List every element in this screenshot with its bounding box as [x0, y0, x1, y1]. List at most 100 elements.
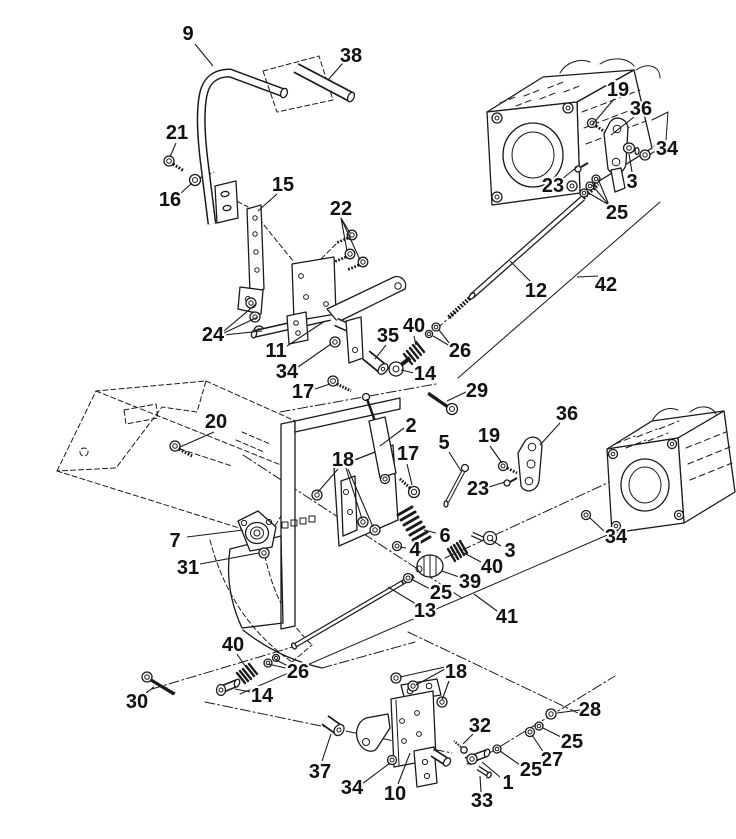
part-nut-25b: [402, 572, 414, 584]
part-washer-16: [188, 173, 202, 187]
part-trunnion-1: [464, 748, 491, 765]
part-trunnion-14b: [215, 678, 241, 697]
callout-35: 35: [377, 325, 399, 347]
callout-leader-25: [597, 178, 610, 206]
callout-leader-40: [463, 552, 482, 563]
part-pedal-10: [355, 678, 452, 788]
callout-leader-34: [361, 762, 391, 785]
callout-11: 11: [265, 340, 286, 362]
callout-leader-34: [648, 149, 658, 156]
callout-14: 14: [251, 685, 274, 707]
part-washer-4: [391, 540, 403, 552]
callout-leader-37: [321, 733, 332, 762]
callout-20: 20: [205, 411, 227, 433]
callout-17: 17: [292, 381, 314, 403]
callout-leader-18: [399, 666, 446, 678]
callout-leader-25: [542, 727, 562, 738]
callout-leader-14: [400, 369, 415, 374]
callout-leader-19: [489, 445, 503, 464]
callout-27: 27: [541, 749, 563, 771]
callout-38: 38: [340, 45, 362, 67]
callout-leader-25: [410, 578, 431, 590]
callout-leader-1: [481, 761, 501, 778]
callout-leader-32: [462, 733, 474, 745]
callout-leader-25: [499, 750, 521, 766]
callout-26: 26: [287, 661, 309, 683]
part-screw-19b: [497, 460, 518, 475]
callout-leader-34: [297, 343, 332, 368]
callout-leader-26: [432, 335, 451, 347]
callout-34: 34: [605, 526, 628, 548]
part-screw-17a: [327, 375, 352, 393]
callout-34: 34: [276, 361, 299, 383]
callout-leader-6: [423, 529, 437, 534]
part-link-line-41: [239, 532, 613, 695]
callout-5: 5: [438, 432, 449, 454]
callout-3: 3: [504, 540, 515, 562]
callout-leader-23: [488, 481, 506, 488]
callout-leader-15: [257, 193, 278, 212]
callout-leader-18: [317, 468, 339, 493]
callout-leader-30: [145, 686, 155, 694]
callout-23: 23: [542, 175, 564, 197]
part-screw-21: [163, 155, 185, 173]
callout-leader-26: [438, 329, 451, 345]
callout-39: 39: [459, 571, 481, 593]
callout-19: 19: [607, 79, 629, 101]
part-washers-25-27-28: [492, 708, 557, 754]
callout-25: 25: [430, 582, 452, 604]
callout-leader-42: [576, 275, 599, 278]
callout-leader-5: [448, 451, 462, 472]
callout-16: 16: [159, 189, 181, 211]
callout-25: 25: [606, 202, 628, 224]
part-nuts-25a: [579, 174, 601, 198]
part-screw-17b: [397, 476, 421, 499]
callout-leader-4: [399, 546, 407, 549]
callout-leader-35: [374, 344, 387, 360]
part-washers-26b: [263, 653, 281, 668]
callout-leader-14: [234, 688, 252, 693]
callout-leader-40: [413, 335, 417, 346]
part-nuts-18b: [390, 672, 448, 708]
callout-12: 12: [525, 280, 547, 302]
callout-21: 21: [166, 122, 188, 144]
callout-leader-22: [340, 217, 361, 261]
callout-36: 36: [630, 98, 652, 120]
callout-14: 14: [414, 363, 437, 385]
part-nut-34a: [639, 149, 651, 161]
callout-33: 33: [471, 790, 493, 812]
callout-leader-38: [327, 62, 344, 81]
callout-34: 34: [341, 777, 364, 799]
part-spring-6: [396, 505, 432, 547]
callout-32: 32: [469, 715, 491, 737]
callout-leader-39: [441, 570, 460, 578]
callout-leader-26: [275, 659, 291, 668]
part-grip-38: [262, 55, 356, 113]
part-spring-40c: [235, 662, 259, 685]
callout-leader-17: [314, 383, 331, 390]
part-nut-34b: [329, 336, 341, 348]
part-tube-35: [362, 350, 389, 375]
callout-17: 17: [397, 443, 419, 465]
callout-leader-27: [531, 734, 545, 754]
callout-13: 13: [414, 600, 436, 622]
callout-leader-17: [406, 463, 413, 486]
callout-10: 10: [384, 783, 406, 805]
part-knob-39: [415, 554, 444, 578]
callout-18: 18: [332, 449, 354, 471]
part-washers-26a: [424, 322, 441, 339]
callout-24: 24: [202, 324, 225, 346]
callout-37: 37: [309, 761, 331, 783]
callout-36: 36: [556, 403, 578, 425]
callout-leader-18: [345, 467, 363, 520]
callout-leader-3: [628, 153, 633, 173]
part-pin-33: [476, 765, 492, 779]
callout-leader-18: [441, 680, 450, 701]
part-pump-lower: [606, 406, 736, 534]
part-bearing-7: [237, 510, 277, 552]
callout-3: 3: [626, 171, 637, 193]
callout-4: 4: [409, 539, 421, 561]
